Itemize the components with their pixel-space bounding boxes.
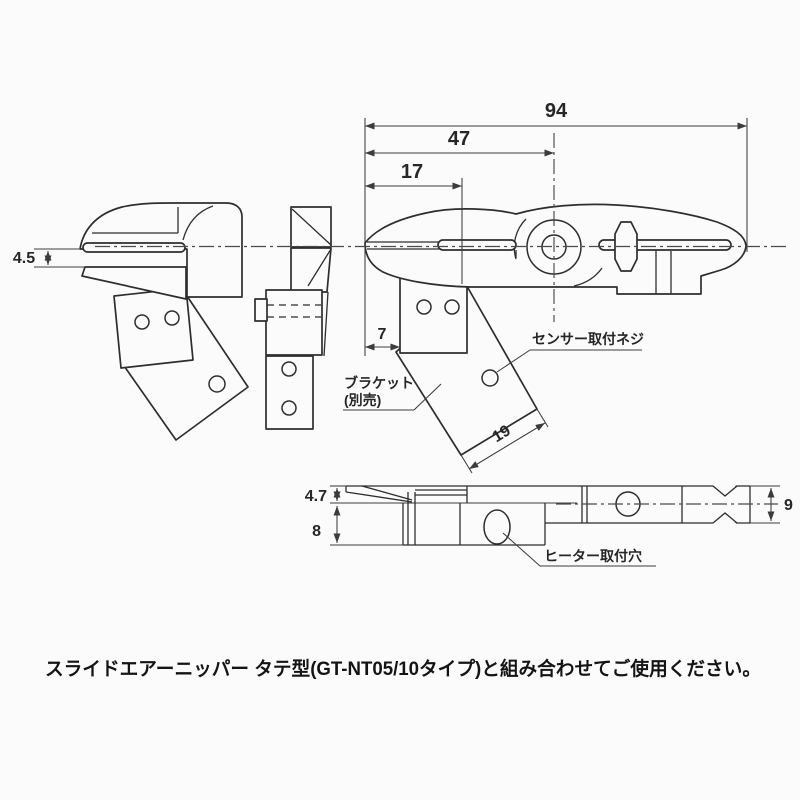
left-view: 4.5	[13, 202, 249, 441]
blade-bevel	[307, 248, 332, 287]
dim-plate-length: 19	[490, 422, 514, 446]
plate-hole	[281, 400, 297, 416]
lower-jaw	[81, 266, 187, 300]
sensor-screw-hole	[481, 369, 499, 387]
dim-body-width: 9	[784, 497, 793, 514]
blade-wedge	[361, 485, 413, 501]
blade-wedge	[345, 491, 413, 503]
leader-line	[413, 383, 442, 411]
cam-arc	[513, 218, 527, 260]
dim-lower-thickness: 8	[312, 523, 321, 540]
bracket-hole	[164, 310, 180, 326]
dim-blade-length: 17	[401, 161, 423, 183]
bracket-note-label: (別売)	[344, 392, 381, 408]
dim-overall-length: 94	[545, 100, 568, 122]
v-notch	[712, 512, 738, 524]
blade-front-lower	[290, 247, 332, 293]
centerlines	[95, 133, 788, 505]
bracket-hole	[444, 299, 460, 315]
heater-hole	[483, 509, 511, 545]
notch-mask	[712, 513, 737, 525]
extension-line	[536, 408, 549, 428]
blade-link	[437, 239, 517, 251]
bracket-hole	[416, 299, 432, 315]
blade-slot	[82, 242, 186, 253]
center-view	[254, 206, 332, 430]
v-notch	[712, 485, 738, 497]
sensor-screw-label: センサー取付ネジ	[532, 331, 644, 347]
dim-blade-opening: 4.5	[13, 250, 35, 267]
heater-hole-label: ヒーター取付穴	[544, 548, 642, 564]
extension-lines	[364, 118, 748, 356]
plate-edge	[323, 291, 329, 357]
annotations: センサー取付ネジ ブラケット (別売) ヒーター取付穴	[343, 331, 656, 567]
cam-arc	[573, 267, 603, 287]
dim-pivot-distance: 47	[448, 128, 470, 150]
dim-upper-thickness: 4.7	[305, 488, 327, 505]
blade-bevel	[291, 208, 332, 246]
bracket-plate-side	[113, 287, 194, 369]
caption-text: スライドエアーニッパー タテ型(GT-NT05/10タイプ)と組み合わせてご使用…	[45, 657, 761, 680]
main-view: 7 19	[364, 178, 747, 474]
notch-mask	[712, 484, 737, 496]
extension-line	[460, 454, 473, 474]
bracket-hole	[134, 314, 150, 330]
dim-bracket-offset: 7	[378, 326, 387, 343]
upper-jaw	[79, 202, 243, 298]
leader-line	[502, 532, 541, 567]
bracket-front	[265, 289, 323, 356]
bracket-tab	[254, 298, 268, 322]
top-view: 4.7 8 9	[305, 484, 793, 546]
jaw-detail	[182, 205, 214, 241]
bracket-label: ブラケット	[344, 375, 414, 391]
leader-line	[496, 349, 531, 373]
plate-hole	[281, 361, 297, 377]
plate-hole	[208, 375, 226, 393]
dimension-line	[468, 422, 546, 470]
bracket	[399, 277, 468, 354]
top-dimensions: 94 47 17	[365, 100, 747, 190]
